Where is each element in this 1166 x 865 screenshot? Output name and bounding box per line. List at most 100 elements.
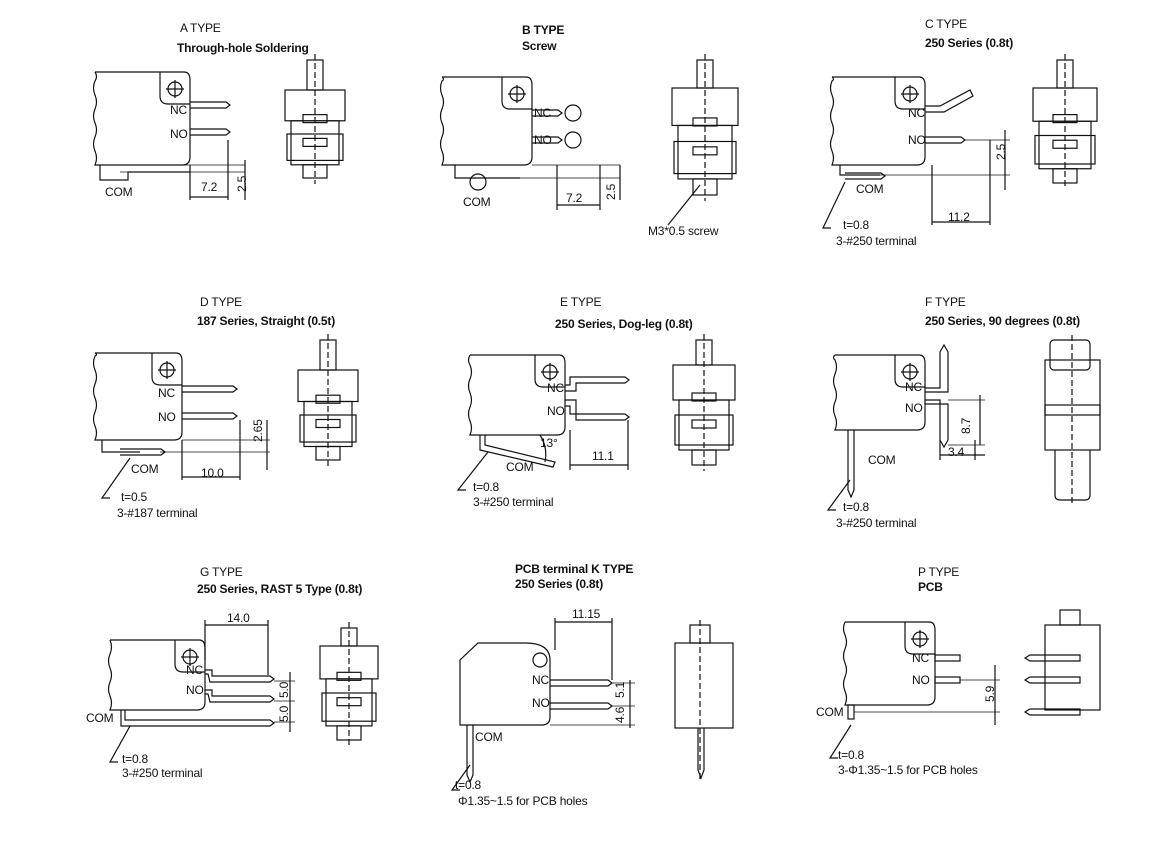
p-leader-line (828, 724, 852, 759)
k-side-terminal (697, 728, 705, 780)
k-mounting-hole-icon (532, 652, 548, 668)
p-dim-height: 5.9 (983, 685, 997, 702)
f-terminal-note: 3-#250 terminal (836, 516, 917, 530)
f-dim-height: 8.7 (959, 417, 973, 434)
p-mounting-ear (904, 622, 935, 655)
c-type-title: C TYPE (925, 17, 967, 31)
p-com-terminal (847, 704, 855, 720)
f-no-terminal (925, 399, 949, 449)
f-leader-line (826, 479, 851, 511)
b-screw-note: M3*0.5 screw (648, 224, 719, 238)
c-no-terminal (925, 136, 966, 144)
c-thickness: t=0.8 (843, 218, 870, 232)
p-com-label: COM (816, 705, 844, 719)
b-screw-icon (564, 104, 582, 122)
d-mounting-ear (151, 353, 182, 386)
e-angle-arc (539, 434, 547, 463)
d-nc-label: NC (158, 386, 175, 400)
k-dim-offset: 4.6 (613, 706, 627, 723)
p-side-body (1044, 624, 1101, 711)
g-nc-label: NC (186, 663, 203, 677)
d-dim-width: 10.0 (201, 466, 224, 480)
c-dim-width: 11.2 (948, 210, 970, 224)
g-dim-width: 14.0 (227, 611, 250, 625)
b-com-screw-icon (469, 173, 487, 191)
p-no-terminal (934, 676, 961, 684)
g-mounting-ear (174, 640, 205, 673)
e-leader-line (456, 451, 489, 491)
g-leader-line (108, 725, 131, 763)
d-type-subtitle: 187 Series, Straight (0.5t) (197, 314, 335, 328)
a-com-terminal (99, 165, 190, 181)
g-thickness: t=0.8 (122, 752, 149, 766)
g-no-terminal (205, 689, 275, 703)
g-terminal-note: 3-#250 terminal (122, 766, 203, 780)
e-terminal-note: 3-#250 terminal (473, 495, 554, 509)
a-side-lower (286, 133, 344, 161)
b-mounting-ear (501, 77, 532, 110)
d-side-terminal (315, 394, 341, 404)
p-side-plunger (1059, 609, 1081, 626)
c-com-label: COM (856, 182, 884, 196)
k-com-label: COM (475, 730, 503, 744)
k-pcb-hole-note: Φ1.35~1.5 for PCB holes (458, 794, 588, 808)
b-dim-height: 2.5 (604, 183, 618, 200)
e-no-label: NO (547, 404, 565, 418)
k-com-terminal (466, 725, 474, 784)
f-side-upper (1044, 359, 1101, 416)
p-type-title: P TYPE (918, 565, 960, 579)
d-thickness: t=0.5 (121, 490, 148, 504)
e-type-subtitle: 250 Series, Dog-leg (0.8t) (555, 317, 693, 331)
k-nc-label: NC (532, 673, 549, 687)
b-nc-label: NC (534, 106, 551, 120)
k-leader-line (450, 764, 471, 791)
g-nc-terminal (205, 669, 275, 683)
k-no-label: NO (532, 696, 550, 710)
k-switch-body (459, 642, 551, 726)
p-side-pin (1023, 676, 1081, 684)
b-switch-body (439, 76, 533, 166)
b-dim-width: 7.2 (566, 191, 583, 205)
d-no-label: NO (158, 410, 176, 424)
p-switch-body (842, 621, 936, 706)
b-com-label: COM (463, 195, 491, 209)
d-terminal-note: 3-#187 terminal (117, 506, 198, 520)
d-switch-body (92, 352, 183, 441)
g-com-label: COM (86, 711, 114, 725)
a-mounting-ear (159, 72, 190, 105)
b-no-label: NO (534, 133, 552, 147)
g-dim-pitch-2: 5.0 (277, 705, 291, 722)
e-com-terminal (479, 435, 556, 468)
b-no-terminal (532, 136, 563, 144)
a-nc-terminal (190, 101, 231, 109)
f-type-subtitle: 250 Series, 90 degrees (0.8t) (925, 314, 1080, 328)
e-mounting-ear (534, 355, 565, 388)
d-nc-terminal (182, 385, 238, 393)
d-dim-height: 2.65 (251, 419, 265, 442)
e-com-label: COM (506, 460, 534, 474)
g-switch-body (107, 639, 206, 711)
e-thickness: t=0.8 (473, 480, 500, 494)
b-type-title: B TYPE (522, 23, 565, 37)
e-switch-body (467, 354, 566, 436)
c-mounting-ear (894, 77, 925, 110)
e-nc-terminal (565, 376, 630, 392)
g-com-terminal (120, 710, 275, 727)
c-type-subtitle: 250 Series (0.8t) (925, 36, 1013, 50)
k-dim-width: 11.15 (572, 607, 601, 621)
a-switch-body (92, 71, 191, 166)
a-type-title: A TYPE (180, 21, 221, 35)
f-com-label: COM (868, 453, 896, 467)
c-nc-terminal (925, 89, 974, 113)
f-nc-terminal (925, 343, 949, 393)
g-type-subtitle: 250 Series, RAST 5 Type (0.8t) (197, 582, 363, 596)
c-leader-line (822, 181, 846, 229)
k-dim-pitch: 5.1 (613, 681, 627, 698)
f-no-label: NO (905, 401, 923, 415)
p-type-subtitle: PCB (918, 580, 943, 594)
a-no-label: NO (170, 127, 188, 141)
b-screw-icon (564, 131, 582, 149)
d-leader-line (100, 457, 131, 499)
k-side-body (674, 642, 734, 729)
e-angle-label: 13° (540, 436, 558, 450)
